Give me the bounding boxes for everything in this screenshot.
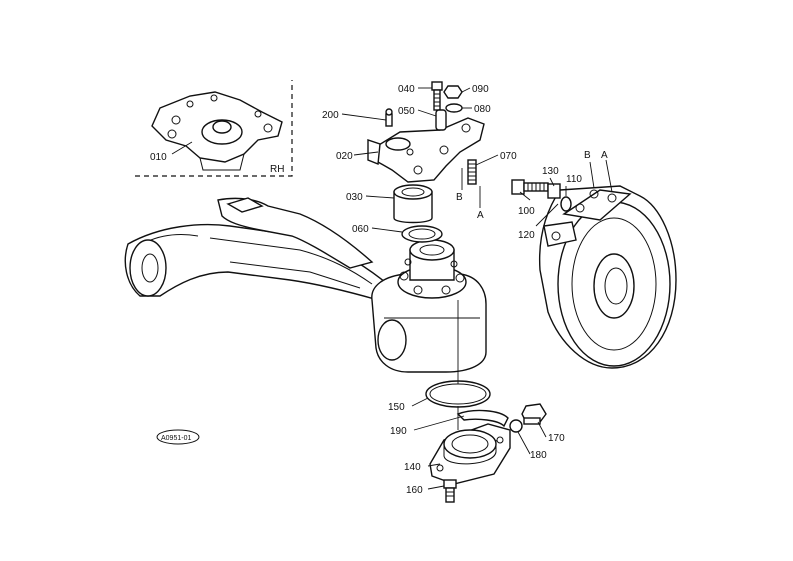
arm-020 bbox=[367, 117, 485, 183]
label-070: 070 bbox=[500, 151, 517, 162]
plug-170 bbox=[521, 403, 547, 425]
stud-070 bbox=[467, 159, 477, 185]
label-020: 020 bbox=[336, 151, 353, 162]
label-030: 030 bbox=[346, 192, 363, 203]
part-labels: 010 RH 020 030 040 050 060 070 080 090 1… bbox=[150, 84, 608, 496]
inset-frame bbox=[135, 80, 293, 177]
label-040: 040 bbox=[398, 84, 415, 95]
label-ref-b-right: B bbox=[584, 150, 591, 161]
label-120: 120 bbox=[518, 230, 535, 241]
bolt-040 bbox=[431, 81, 443, 111]
label-190: 190 bbox=[390, 426, 407, 437]
label-ref-b-left: B bbox=[456, 192, 463, 203]
label-110: 110 bbox=[566, 174, 582, 185]
spacer-130 bbox=[547, 183, 561, 199]
bolt-160 bbox=[443, 479, 457, 503]
hub-assembly bbox=[538, 185, 677, 369]
nipple-200 bbox=[385, 108, 393, 127]
label-ref-a-left: A bbox=[477, 210, 484, 221]
washer-110 bbox=[560, 196, 572, 212]
label-150: 150 bbox=[388, 402, 405, 413]
washer-180 bbox=[509, 419, 523, 433]
label-ref-a-right: A bbox=[601, 150, 608, 161]
label-090: 090 bbox=[472, 84, 489, 95]
seal-060 bbox=[401, 225, 443, 243]
leader-lines bbox=[171, 87, 613, 490]
nut-090 bbox=[443, 85, 463, 99]
snap-ring-190 bbox=[456, 409, 509, 428]
washer-080 bbox=[445, 103, 463, 113]
label-180: 180 bbox=[530, 450, 547, 461]
label-100: 100 bbox=[518, 206, 535, 217]
label-130: 130 bbox=[542, 166, 559, 177]
inset-bracket-010 bbox=[151, 91, 283, 171]
cover-140 bbox=[429, 423, 511, 485]
pin-050 bbox=[435, 109, 447, 131]
label-inset-rh: RH bbox=[270, 164, 284, 175]
label-170: 170 bbox=[548, 433, 565, 444]
o-ring-150 bbox=[425, 380, 491, 408]
reference-badge bbox=[156, 429, 200, 445]
bolt-100 bbox=[511, 179, 549, 195]
label-010: 010 bbox=[150, 152, 167, 163]
label-060: 060 bbox=[352, 224, 369, 235]
label-050: 050 bbox=[398, 106, 415, 117]
bushing-030 bbox=[393, 184, 433, 224]
label-140: 140 bbox=[404, 462, 421, 473]
knuckle-housing bbox=[371, 239, 487, 373]
axle-beam bbox=[124, 197, 386, 301]
label-080: 080 bbox=[474, 104, 491, 115]
label-reference-code: A0951-01 bbox=[161, 435, 191, 442]
label-200: 200 bbox=[322, 110, 339, 121]
label-160: 160 bbox=[406, 485, 423, 496]
